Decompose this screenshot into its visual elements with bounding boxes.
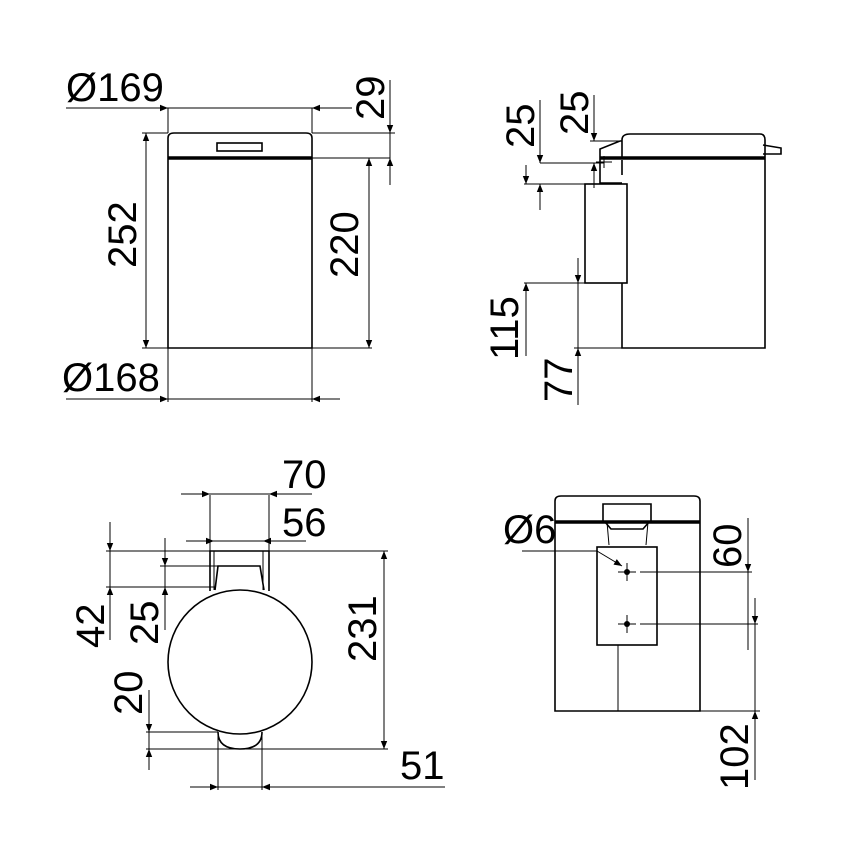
top-bin-circle [167, 589, 313, 735]
rear-hinge-top [602, 503, 652, 522]
dim-pedal-depth: 20 [107, 671, 151, 716]
rear-hinge-notch [604, 521, 650, 530]
mounting-hole-lower [618, 615, 636, 633]
dim-bracket-offset-b: 25 [553, 91, 597, 136]
rear-body-outline [554, 522, 701, 712]
dim-body-height: 220 [323, 211, 367, 278]
top-bracket-inner [214, 565, 265, 591]
side-view: 25 25 115 77 [483, 91, 782, 405]
dim-bracket-offset-a: 25 [499, 104, 543, 149]
side-pedal-tab [762, 144, 782, 155]
dim-bracket-depth: 42 [69, 604, 113, 649]
dim-bottom-hole-height: 102 [713, 723, 757, 790]
dim-pedal-width: 51 [400, 744, 445, 788]
top-view: 70 56 42 25 231 20 5 [69, 453, 445, 791]
dim-top-diameter: Ø169 [66, 66, 164, 110]
front-view: Ø169 Ø168 252 220 29 [62, 66, 395, 403]
side-body-outline [621, 158, 766, 349]
dim-bracket-outer-width: 70 [282, 453, 327, 497]
dim-bracket-bottom: 77 [537, 358, 581, 403]
dim-hole-spacing: 60 [706, 524, 750, 569]
side-lid-outline [621, 133, 766, 158]
mounting-hole-upper [618, 563, 636, 581]
dim-hole-diameter: Ø6 [503, 508, 556, 552]
front-lid-outline [167, 132, 313, 158]
dim-bottom-diameter: Ø168 [62, 356, 160, 400]
dim-lid-height: 29 [349, 76, 393, 121]
front-body-outline [167, 158, 313, 349]
rear-view: Ø6 60 102 [503, 495, 760, 790]
front-lid-handle [216, 142, 263, 152]
dim-total-height: 252 [101, 201, 145, 268]
dim-overall-depth: 231 [341, 595, 385, 662]
dim-bracket-inner-width: 56 [282, 501, 327, 545]
side-wall-bracket [584, 183, 628, 284]
rear-wall-bracket [596, 546, 658, 646]
dim-bracket-inner-depth: 25 [123, 601, 167, 646]
rear-lid-outline [554, 495, 701, 522]
dim-bracket-height: 115 [483, 296, 527, 360]
